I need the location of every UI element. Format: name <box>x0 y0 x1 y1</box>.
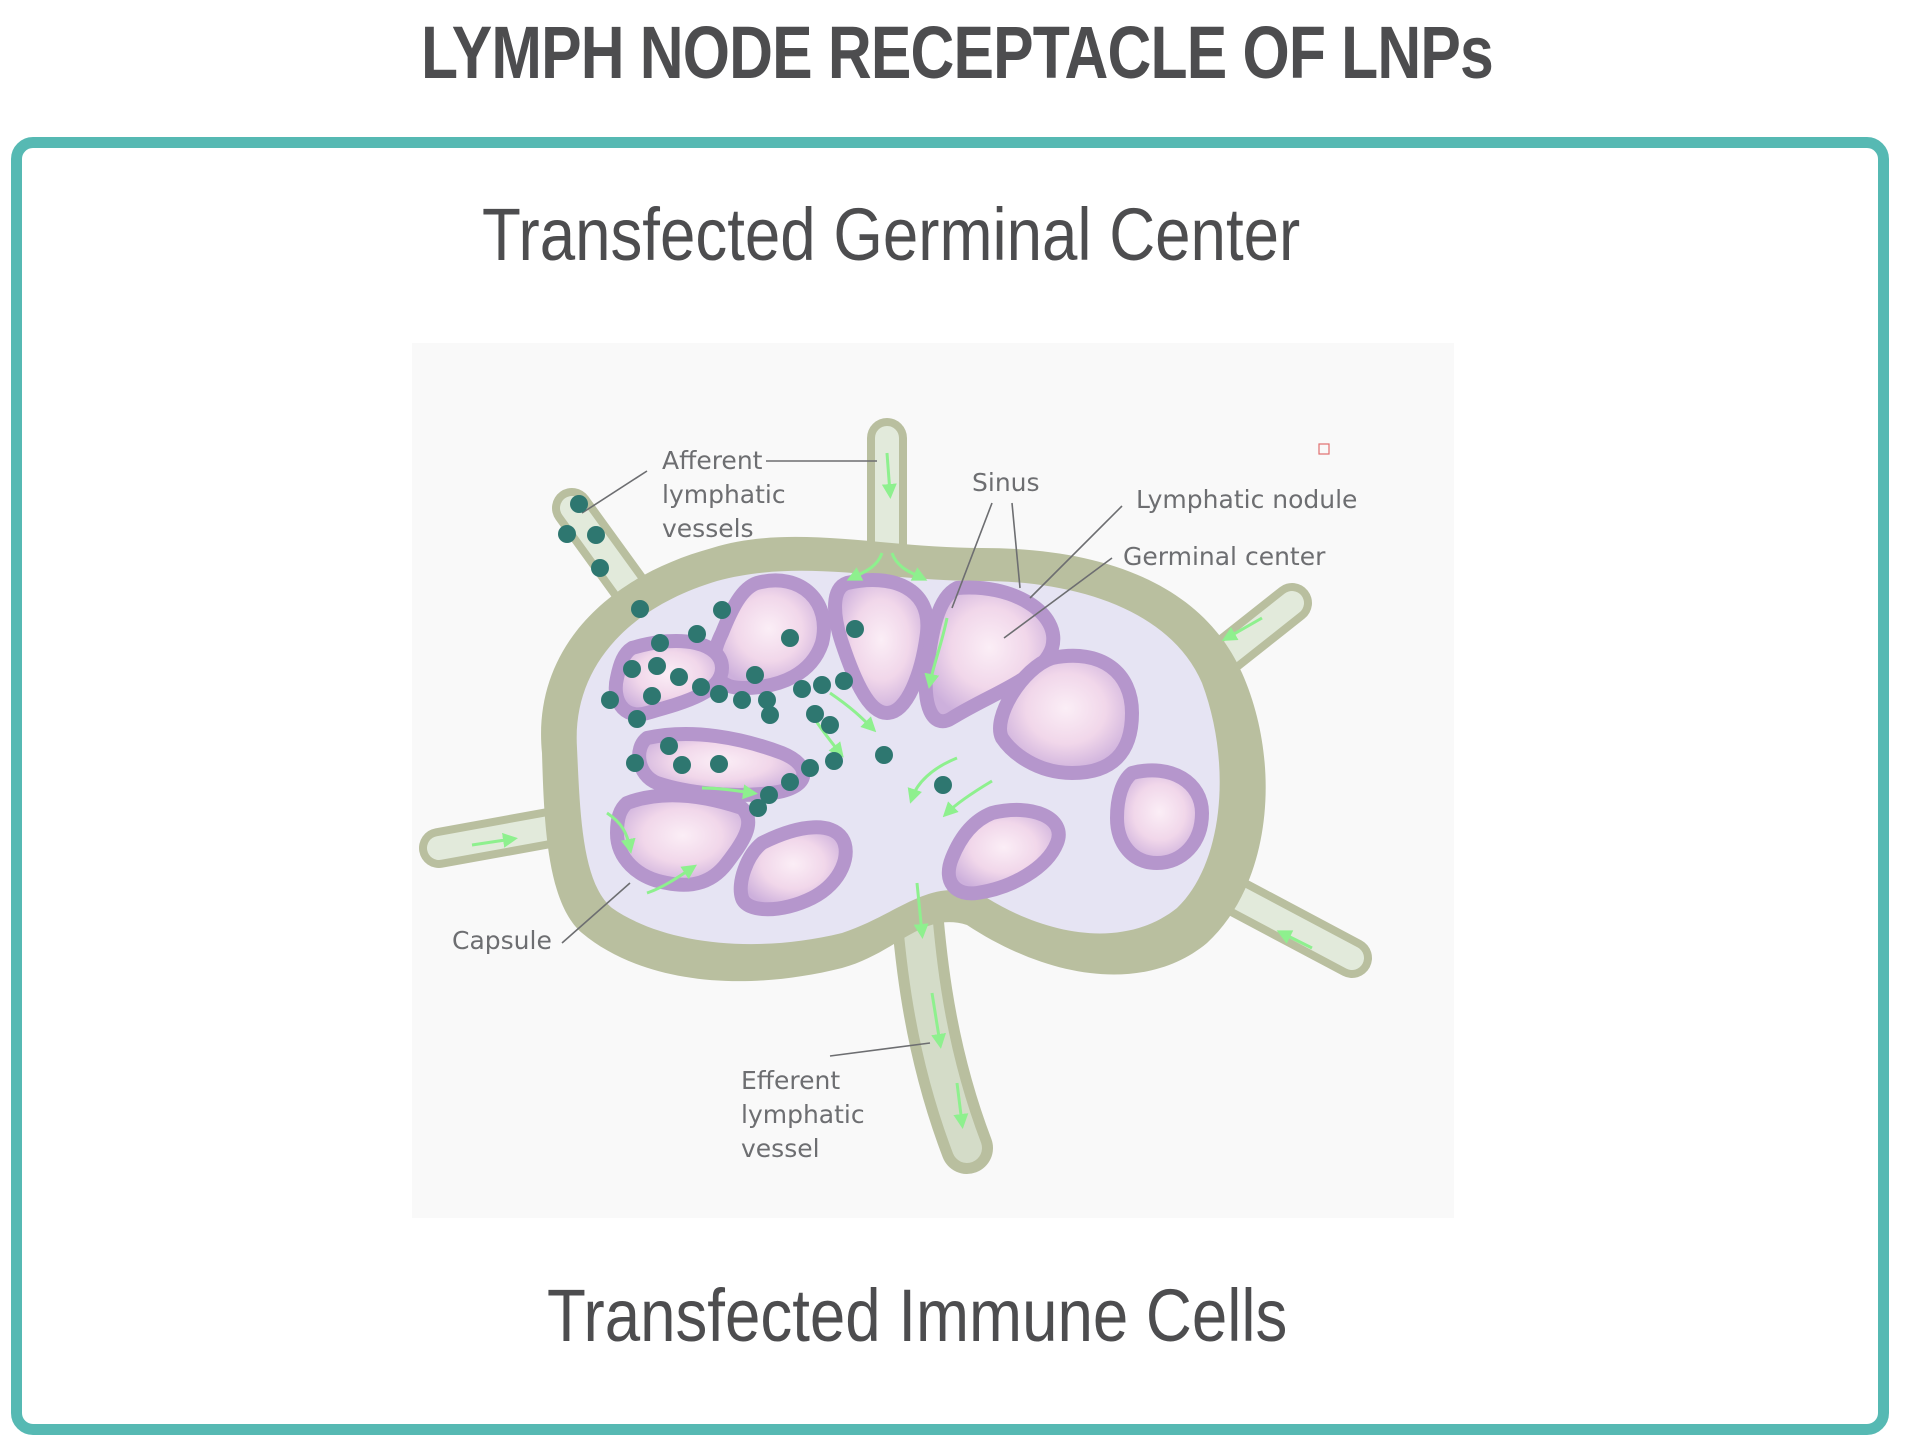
flow-arrows <box>471 452 1313 1129</box>
label-efferent-line1: Efferent <box>741 1066 840 1095</box>
content-frame <box>11 137 1889 1435</box>
label-afferent-line2: lymphatic <box>662 480 786 509</box>
lymph-node-svg: Afferent lymphatic vessels Sinus Lymphat… <box>412 343 1454 1218</box>
lnp-particles <box>558 495 952 817</box>
lymphatic-nodules <box>608 573 1209 917</box>
lymph-node-diagram: Afferent lymphatic vessels Sinus Lymphat… <box>412 343 1454 1218</box>
label-capsule: Capsule <box>452 926 552 955</box>
label-germinal-center: Germinal center <box>1123 542 1326 571</box>
label-lymphatic-nodule: Lymphatic nodule <box>1136 485 1357 514</box>
expand-icon <box>1318 443 1330 455</box>
label-afferent-line1: Afferent <box>662 446 763 475</box>
label-efferent-line3: vessel <box>741 1134 820 1163</box>
label-afferent-line3: vessels <box>662 514 754 543</box>
caption-immune-cells: Transfected Immune Cells <box>547 1274 1288 1357</box>
label-sinus: Sinus <box>972 468 1040 497</box>
caption-germinal-center: Transfected Germinal Center <box>482 193 1301 276</box>
label-afferent: Afferent lymphatic vessels <box>662 446 794 543</box>
label-efferent: Efferent lymphatic vessel <box>741 1066 873 1163</box>
page-title: LYMPH NODE RECEPTACLE OF LNPs <box>421 11 1494 94</box>
label-efferent-line2: lymphatic <box>741 1100 865 1129</box>
leader-lines <box>561 460 1123 1057</box>
